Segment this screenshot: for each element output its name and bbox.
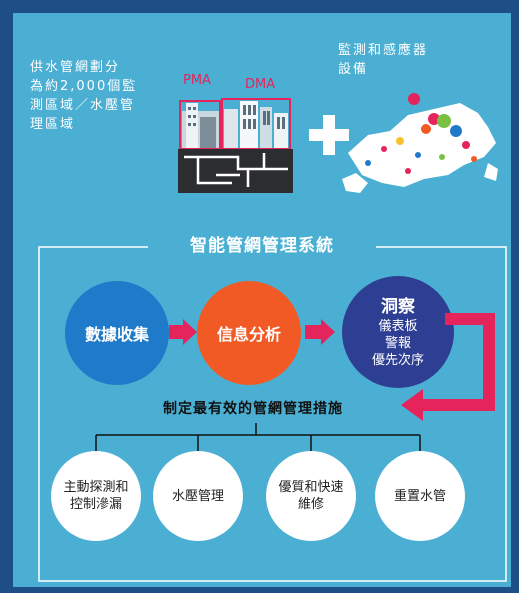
intro-text: 供水管網劃分 為約2,000個監 測區域／水壓管 理區域: [30, 58, 170, 134]
action-pressure-management: 水壓管理: [153, 451, 243, 541]
intro-line: 理區域: [30, 117, 76, 132]
intro-line: 為約2,000個監: [30, 79, 138, 94]
measures-title: 制定最有效的管網管理措施: [163, 401, 343, 417]
data-collection-label: 數據收集: [84, 325, 149, 344]
data-collection-step: 數據收集: [65, 281, 169, 385]
intro-line: 供水管網劃分: [30, 60, 121, 75]
sensors-line: 設備: [338, 62, 369, 77]
sensors-line: 監測和感應器: [338, 43, 429, 58]
information-analysis-label: 信息分析: [216, 325, 281, 344]
action-label: 水壓管理: [171, 488, 224, 504]
insight-title: 洞察: [381, 296, 415, 317]
intro-line: 測區域／水壓管: [30, 98, 136, 113]
system-title: 智能管網管理系統: [148, 231, 376, 261]
sensors-text: 監測和感應器 設備: [338, 41, 428, 79]
action-label: 優質和快速: [278, 480, 344, 495]
pma-dma-illustration: [178, 83, 293, 193]
hong-kong-map-icon: [342, 93, 498, 193]
insight-item: 儀表板: [378, 318, 418, 334]
insight-item: 警報: [384, 335, 411, 351]
pma-label: PMA: [183, 73, 211, 88]
action-pipe-replacement: 重置水管: [375, 451, 465, 541]
action-label: 重置水管: [393, 488, 446, 504]
elbow-arrow-icon: [401, 313, 495, 421]
infographic-panel: 供水管網劃分 為約2,000個監 測區域／水壓管 理區域: [13, 13, 511, 587]
plus-icon: [309, 115, 349, 155]
arrow-right-icon: [305, 319, 335, 345]
tree-connector: [95, 423, 421, 453]
action-label: 控制滲漏: [69, 497, 122, 512]
arrow-right-icon: [169, 319, 197, 345]
insight-step: 洞察 儀表板 警報 優先次序: [342, 276, 454, 388]
action-label: 維修: [297, 497, 324, 512]
action-label: 主動探測和: [63, 480, 129, 495]
insight-item: 優先次序: [371, 352, 424, 368]
sensor-pin-icon: [365, 93, 477, 174]
action-leak-control: 主動探測和 控制滲漏: [51, 451, 141, 541]
action-repair: 優質和快速 維修: [266, 451, 356, 541]
information-analysis-step: 信息分析: [197, 281, 301, 385]
dma-label: DMA: [245, 77, 276, 92]
